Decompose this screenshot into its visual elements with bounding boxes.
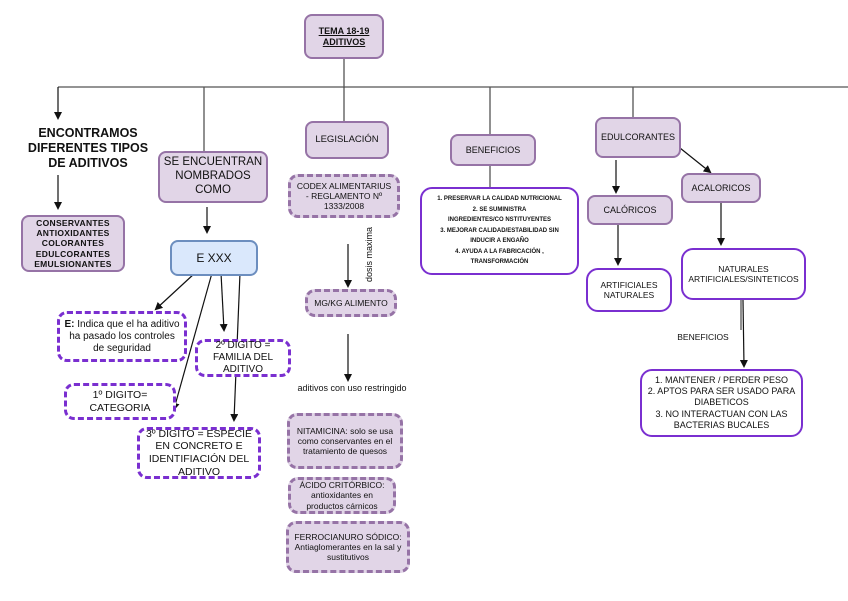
codex-line: CODEX ALIMENTARIUS: [296, 180, 392, 191]
edulcorante-benefit-line: BACTERIAS BUCALES: [673, 419, 770, 430]
acaloricos-type: NATURALES: [718, 263, 769, 274]
acaloricos-types-node[interactable]: NATURALES ARTIFICIALES/SINTETICOS: [681, 248, 806, 300]
beneficio-line: 4. AYUDA A LA FABRICACIÓN ,: [455, 248, 544, 255]
tipo-item: CONSERVANTES: [36, 218, 110, 229]
beneficio-line: 3. MEJORAR CALIDAD/ESTABILIDAD SIN: [440, 227, 559, 234]
unit-label: MG/KG ALIMENTO: [314, 297, 388, 308]
beneficio-line: INGREDIENTES/CO NSTITUYENTES: [447, 217, 551, 224]
digit2-node[interactable]: 2º DIGITO = FAMILIA DEL ADITIVO: [195, 339, 291, 377]
nombrados-line: COMO: [195, 183, 231, 196]
edulcorantes-node[interactable]: EDULCORANTES: [595, 117, 681, 158]
example-node-nitamicina[interactable]: NITAMICINA: solo se usa como conservante…: [287, 413, 403, 469]
codex-line: - REGLAMENTO Nº: [305, 190, 383, 201]
edulcorantes-label: EDULCORANTES: [600, 132, 675, 143]
arrow-code-to-digit1: [171, 272, 213, 411]
tipos-list-node[interactable]: CONSERVANTES ANTIOXIDANTES COLORANTES ED…: [21, 215, 125, 272]
root-title-line2: ADITIVOS: [322, 36, 366, 47]
beneficio-line: 2. SE SUMINISTRA: [472, 206, 527, 213]
legislacion-node[interactable]: LEGISLACIÓN: [305, 121, 389, 159]
restricted-text: aditivos con uso restringido: [297, 382, 407, 393]
acaloricos-label: ACALORICOS: [691, 182, 751, 193]
tipo-item: EMULSIONANTES: [34, 258, 112, 269]
root-node[interactable]: TEMA 18-19 ADITIVOS: [304, 14, 384, 59]
example-desc: Antiaglomerantes en la sal y sustitutivo…: [294, 541, 402, 563]
arrow-types-to-benefits: [739, 299, 748, 368]
arrow-code-to-digit2: [219, 272, 228, 332]
example-text-wrap: NITAMICINA: solo se usa como conservante…: [294, 426, 396, 457]
example-desc: antioxidantes en productos cárnicos: [306, 490, 378, 511]
digit1-line: CATEGORIA: [89, 401, 151, 414]
tipos-heading[interactable]: ENCONTRAMOS DIFERENTES TIPOS DE ADITIVOS: [18, 122, 158, 174]
legislacion-label: LEGISLACIÓN: [315, 134, 379, 146]
edulcorante-benefit-line: DIABETICOS: [694, 397, 749, 408]
code-node[interactable]: E XXX: [170, 240, 258, 276]
tipo-item: ANTIOXIDANTES: [36, 228, 110, 239]
beneficios-label: BENEFICIOS: [465, 144, 521, 155]
arrow-code-to-enote: [154, 272, 196, 311]
root-title-line1: TEMA 18-19: [318, 25, 370, 36]
example-desc: solo se usa como conservantes en el trat…: [297, 425, 394, 457]
digit3-line: EN CONCRETO E: [155, 440, 243, 453]
example-name: NITAMICINA:: [296, 425, 351, 436]
edge-label-dosis-maxima: dosis maxima: [364, 227, 374, 282]
acaloricos-type: ARTIFICIALES/SINTETICOS: [688, 274, 799, 284]
arrow-edulcorantes-to-acaloricos: [679, 147, 712, 174]
tipos-heading-line: DIFERENTES TIPOS: [27, 140, 149, 155]
codex-node[interactable]: CODEX ALIMENTARIUS - REGLAMENTO Nº 1333/…: [288, 174, 400, 218]
caloricos-node[interactable]: CALÓRICOS: [587, 195, 673, 225]
edulcorante-benefit-line: 3. NO INTERACTUAN CON LAS: [655, 408, 788, 419]
nombrados-line: SE ENCUENTRAN: [163, 156, 263, 169]
digit1-node[interactable]: 1º DIGITO= CATEGORIA: [64, 383, 176, 420]
digit3-line: 3º DIGITO = ESPECIE: [145, 427, 253, 440]
example-node-acido[interactable]: ÁCIDO CRITÓRBICO: antioxidantes en produ…: [288, 477, 396, 514]
digit2-line: FAMILIA DEL: [212, 352, 274, 363]
caloricos-label: CALÓRICOS: [603, 204, 657, 215]
digit1-line: 1º DIGITO=: [92, 388, 148, 401]
unit-node[interactable]: MG/KG ALIMENTO: [305, 289, 397, 317]
e-note-text: Indica que el ha aditivo ha pasado los c…: [69, 318, 180, 354]
beneficio-line: 1. PRESERVAR LA CALIDAD NUTRICIONAL: [437, 196, 562, 203]
tipo-item: COLORANTES: [41, 238, 105, 249]
caloricos-types-node[interactable]: ARTIFICIALES NATURALES: [586, 268, 672, 312]
nombrados-line: NOMBRADOS: [175, 170, 251, 183]
caloricos-type: NATURALES: [603, 290, 655, 300]
acaloricos-node[interactable]: ACALORICOS: [681, 173, 761, 203]
tipos-heading-line: DE ADITIVOS: [48, 155, 128, 170]
digit3-line: IDENTIFIACIÓN DEL: [148, 453, 250, 465]
edge-label-beneficios: BENEFICIOS: [677, 331, 729, 342]
beneficio-line: INDUCIR A ENGAÑO: [470, 238, 529, 245]
edulcorantes-beneficios-edge-label: BENEFICIOS: [668, 330, 738, 344]
edulcorante-benefit-line: 1. MANTENER / PERDER PESO: [654, 374, 789, 385]
e-note-node[interactable]: E: Indica que el ha aditivo ha pasado lo…: [57, 311, 187, 362]
codex-line: 1333/2008: [323, 201, 365, 212]
example-name: ÁCIDO CRITÓRBICO:: [299, 480, 385, 491]
tipo-item: EDULCORANTES: [35, 248, 111, 259]
nombrados-node[interactable]: SE ENCUENTRAN NOMBRADOS COMO: [158, 151, 268, 203]
beneficio-line: TRANSFORMACIÓN: [470, 259, 529, 266]
restricted-label: aditivos con uso restringido: [284, 381, 420, 395]
example-name: FERROCIANURO SÓDICO:: [294, 531, 402, 542]
digit3-node[interactable]: 3º DIGITO = ESPECIE EN CONCRETO E IDENTI…: [137, 427, 261, 479]
example-node-ferrocianuro[interactable]: FERROCIANURO SÓDICO: Antiaglomerantes en…: [286, 521, 410, 573]
edulcorante-benefit-line: 2. APTOS PARA SER USADO PARA: [647, 386, 796, 397]
e-note-bold: E:: [64, 318, 78, 330]
digit2-line: 2º DIGITO =: [215, 340, 271, 351]
edulcorantes-benefits-node[interactable]: 1. MANTENER / PERDER PESO 2. APTOS PARA …: [640, 369, 803, 437]
digit2-line: ADITIVO: [222, 364, 263, 375]
code-label: E XXX: [196, 250, 232, 265]
digit3-line: ADITIVO: [177, 465, 220, 478]
beneficios-list-node[interactable]: 1. PRESERVAR LA CALIDAD NUTRICIONAL 2. S…: [420, 187, 579, 275]
caloricos-type: ARTIFICIALES: [600, 279, 658, 290]
tipos-heading-line: ENCONTRAMOS: [38, 125, 138, 140]
beneficios-node[interactable]: BENEFICIOS: [450, 134, 536, 166]
e-note-text-wrap: E: Indica que el ha aditivo ha pasado lo…: [64, 319, 180, 355]
